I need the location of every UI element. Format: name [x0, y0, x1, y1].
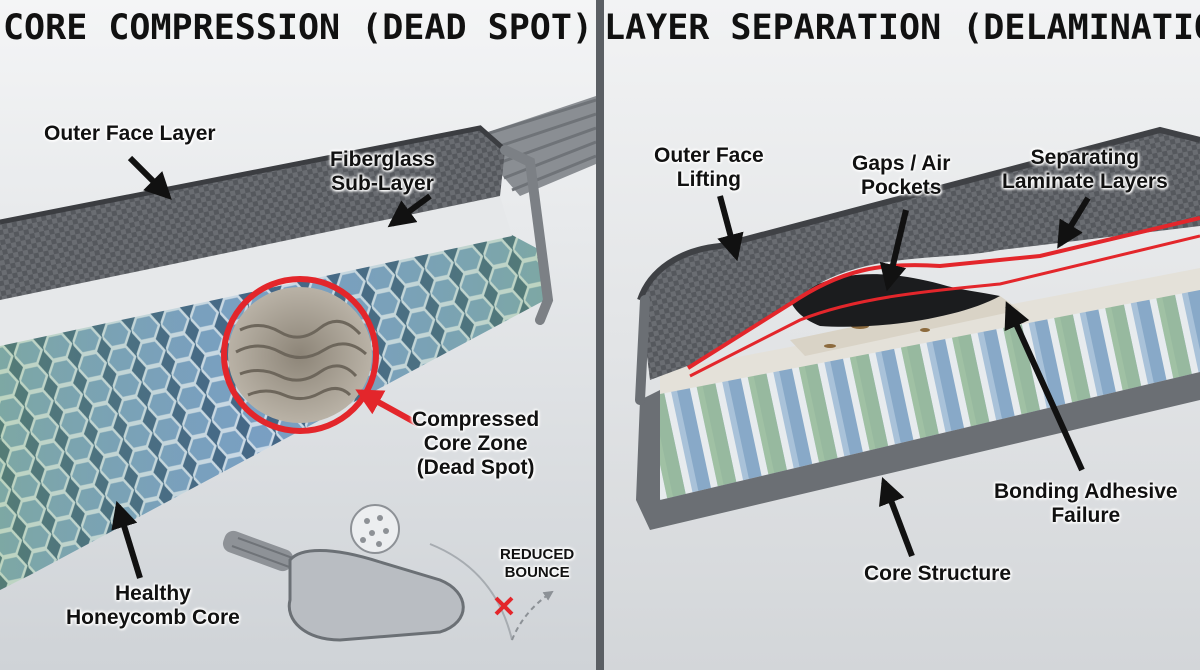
label-separating-laminate-layers: Separating Laminate Layers: [1002, 146, 1168, 193]
left-panel-title: CORE COMPRESSION (DEAD SPOT): [2, 8, 593, 48]
outer-face-arrow: [127, 155, 172, 200]
separation-line-lower: [689, 234, 1200, 378]
label-fiberglass-sub-layer: Fiberglass Sub-Layer: [330, 148, 436, 195]
separation-line-upper: [686, 216, 1200, 370]
core-structure-arrow: [879, 476, 915, 558]
label-compressed-core-zone: Compressed Core Zone (Dead Spot): [412, 408, 540, 479]
label-outer-face-layer: Outer Face Layer: [44, 122, 216, 145]
label-core-structure: Core Structure: [864, 562, 1012, 585]
adhesive-arrow: [1004, 301, 1085, 472]
label-reduced-bounce: REDUCED BOUNCE: [500, 546, 575, 581]
air-pocket: [790, 274, 1000, 327]
right-panel-title: LAYER SEPARATION (DELAMINATION): [604, 8, 1200, 48]
outer-face-layer: [0, 128, 505, 300]
lifted-outer-face: [640, 130, 1200, 380]
dead-spot-highlight-ring: [221, 276, 379, 434]
gaps-arrow: [879, 209, 909, 292]
inset-paddle-face: [287, 549, 465, 642]
label-gaps-air-pockets: Gaps / Air Pockets: [852, 152, 951, 199]
label-outer-face-lifting: Outer Face Lifting: [654, 144, 764, 191]
outer-lifting-arrow: [717, 195, 744, 262]
compressed-zone: [228, 287, 372, 423]
bottom-skin: [636, 372, 1200, 530]
inset-ball: [350, 504, 400, 554]
compressed-zone-arrow: [355, 389, 420, 427]
no-bounce-x-mark: [494, 596, 514, 616]
fiberglass-layer: [0, 196, 512, 346]
edge-guard: [500, 145, 554, 325]
label-healthy-honeycomb-core: Healthy Honeycomb Core: [66, 582, 240, 629]
panel-divider: [596, 0, 604, 670]
healthy-core-arrow: [111, 500, 143, 579]
separating-arrow: [1057, 196, 1091, 249]
reduced-bounce-inset: [222, 504, 554, 642]
label-bonding-adhesive-failure: Bonding Adhesive Failure: [994, 480, 1178, 527]
fiberglass-arrow: [387, 193, 432, 228]
right-paddle-section: [635, 126, 1200, 530]
